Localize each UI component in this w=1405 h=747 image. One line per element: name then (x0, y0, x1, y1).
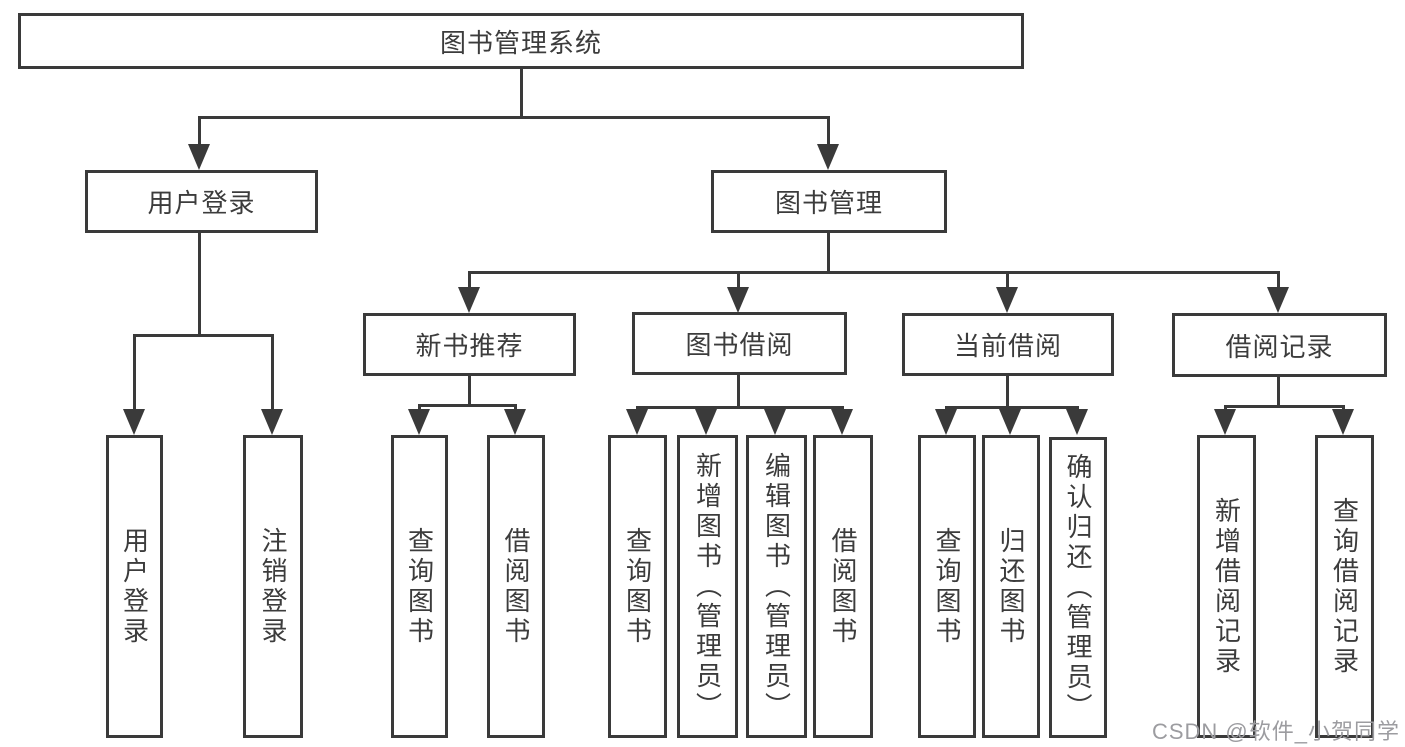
connector-line (418, 404, 517, 407)
node-br-add-record: 新增借阅记录 (1197, 435, 1256, 738)
node-root: 图书管理系统 (18, 13, 1024, 69)
arrow-down-icon (727, 287, 749, 313)
node-cb-return-books: 归还图书 (982, 435, 1040, 738)
connector-line (827, 233, 830, 273)
node-root-label: 图书管理系统 (439, 27, 602, 58)
connector-line (271, 334, 274, 411)
arrow-down-icon (504, 409, 526, 435)
arrow-down-icon (996, 287, 1018, 313)
arrow-down-icon (1332, 409, 1354, 435)
connector-line (468, 271, 471, 291)
arrow-down-icon (817, 144, 839, 170)
connector-line (827, 116, 830, 150)
arrow-down-icon (695, 409, 717, 435)
node-login-action: 用户登录 (106, 435, 163, 738)
node-br-add-record-label: 新增借阅记录 (1211, 496, 1242, 677)
connector-line (198, 116, 201, 150)
node-nbr-borrow-books: 借阅图书 (487, 435, 545, 738)
arrow-down-icon (1214, 409, 1236, 435)
node-login-action-label: 用户登录 (119, 526, 150, 647)
node-br-query-record-label: 查询借阅记录 (1329, 496, 1360, 677)
node-bb-query-books-label: 查询图书 (622, 526, 653, 647)
node-current-borrowing-label: 当前借阅 (953, 331, 1062, 361)
connector-line (945, 406, 1079, 409)
connector-line (1006, 271, 1009, 291)
node-logout-action-label: 注销登录 (258, 526, 288, 647)
node-bb-edit-books-admin-label: 编辑图书（管理员） (761, 451, 792, 722)
node-cb-confirm-return-admin: 确认归还（管理员） (1049, 437, 1107, 738)
connector-line (737, 271, 740, 291)
connector-line (133, 334, 136, 411)
node-nbr-query-books-label: 查询图书 (404, 526, 435, 647)
connector-line (520, 69, 523, 118)
node-bb-borrow-books: 借阅图书 (813, 435, 873, 738)
arrow-down-icon (764, 409, 786, 435)
node-cb-confirm-return-admin-label: 确认归还（管理员） (1063, 452, 1093, 723)
connector-line (468, 376, 471, 406)
connector-line (1277, 377, 1280, 407)
arrow-down-icon (1267, 287, 1289, 313)
arrow-down-icon (188, 144, 210, 170)
connector-line (198, 233, 201, 336)
arrow-down-icon (1066, 409, 1088, 435)
node-cb-query-books-label: 查询图书 (932, 526, 962, 647)
node-bb-add-books-admin-label: 新增图书（管理员） (692, 451, 723, 722)
arrow-down-icon (123, 409, 145, 435)
arrow-down-icon (831, 409, 853, 435)
connector-line (636, 406, 844, 409)
arrow-down-icon (935, 409, 957, 435)
connector-line (1277, 271, 1280, 291)
node-borrowing-records-label: 借阅记录 (1225, 331, 1334, 362)
node-br-query-record: 查询借阅记录 (1315, 435, 1374, 738)
arrow-down-icon (261, 409, 283, 435)
node-borrowing-records: 借阅记录 (1172, 313, 1387, 377)
connector-line (1224, 405, 1345, 408)
node-book-management-label: 图书管理 (774, 188, 883, 218)
node-bb-add-books-admin: 新增图书（管理员） (677, 435, 738, 738)
arrow-down-icon (458, 287, 480, 313)
node-new-book-recommend: 新书推荐 (363, 313, 576, 376)
node-user-login-label: 用户登录 (147, 188, 256, 218)
node-bb-query-books: 查询图书 (608, 435, 667, 738)
arrow-down-icon (626, 409, 648, 435)
connector-line (737, 375, 740, 408)
connector-line (133, 334, 274, 337)
node-cb-query-books: 查询图书 (918, 435, 976, 738)
connector-line (1006, 376, 1009, 408)
node-nbr-borrow-books-label: 借阅图书 (501, 526, 531, 647)
node-bb-borrow-books-label: 借阅图书 (828, 526, 858, 647)
connector-line (468, 271, 1280, 274)
arrow-down-icon (408, 409, 430, 435)
node-bb-edit-books-admin: 编辑图书（管理员） (746, 435, 807, 738)
node-current-borrowing: 当前借阅 (902, 313, 1114, 376)
node-book-management: 图书管理 (711, 170, 947, 233)
watermark: CSDN @软件_小贺同学 (1151, 719, 1400, 744)
arrow-down-icon (999, 409, 1021, 435)
node-cb-return-books-label: 归还图书 (996, 526, 1026, 647)
node-book-borrowing-label: 图书借阅 (685, 330, 794, 360)
node-logout-action: 注销登录 (243, 435, 303, 738)
node-book-borrowing: 图书借阅 (632, 312, 847, 375)
node-new-book-recommend-label: 新书推荐 (415, 331, 524, 361)
connector-line (198, 116, 830, 119)
node-nbr-query-books: 查询图书 (391, 435, 448, 738)
node-user-login: 用户登录 (85, 170, 318, 233)
